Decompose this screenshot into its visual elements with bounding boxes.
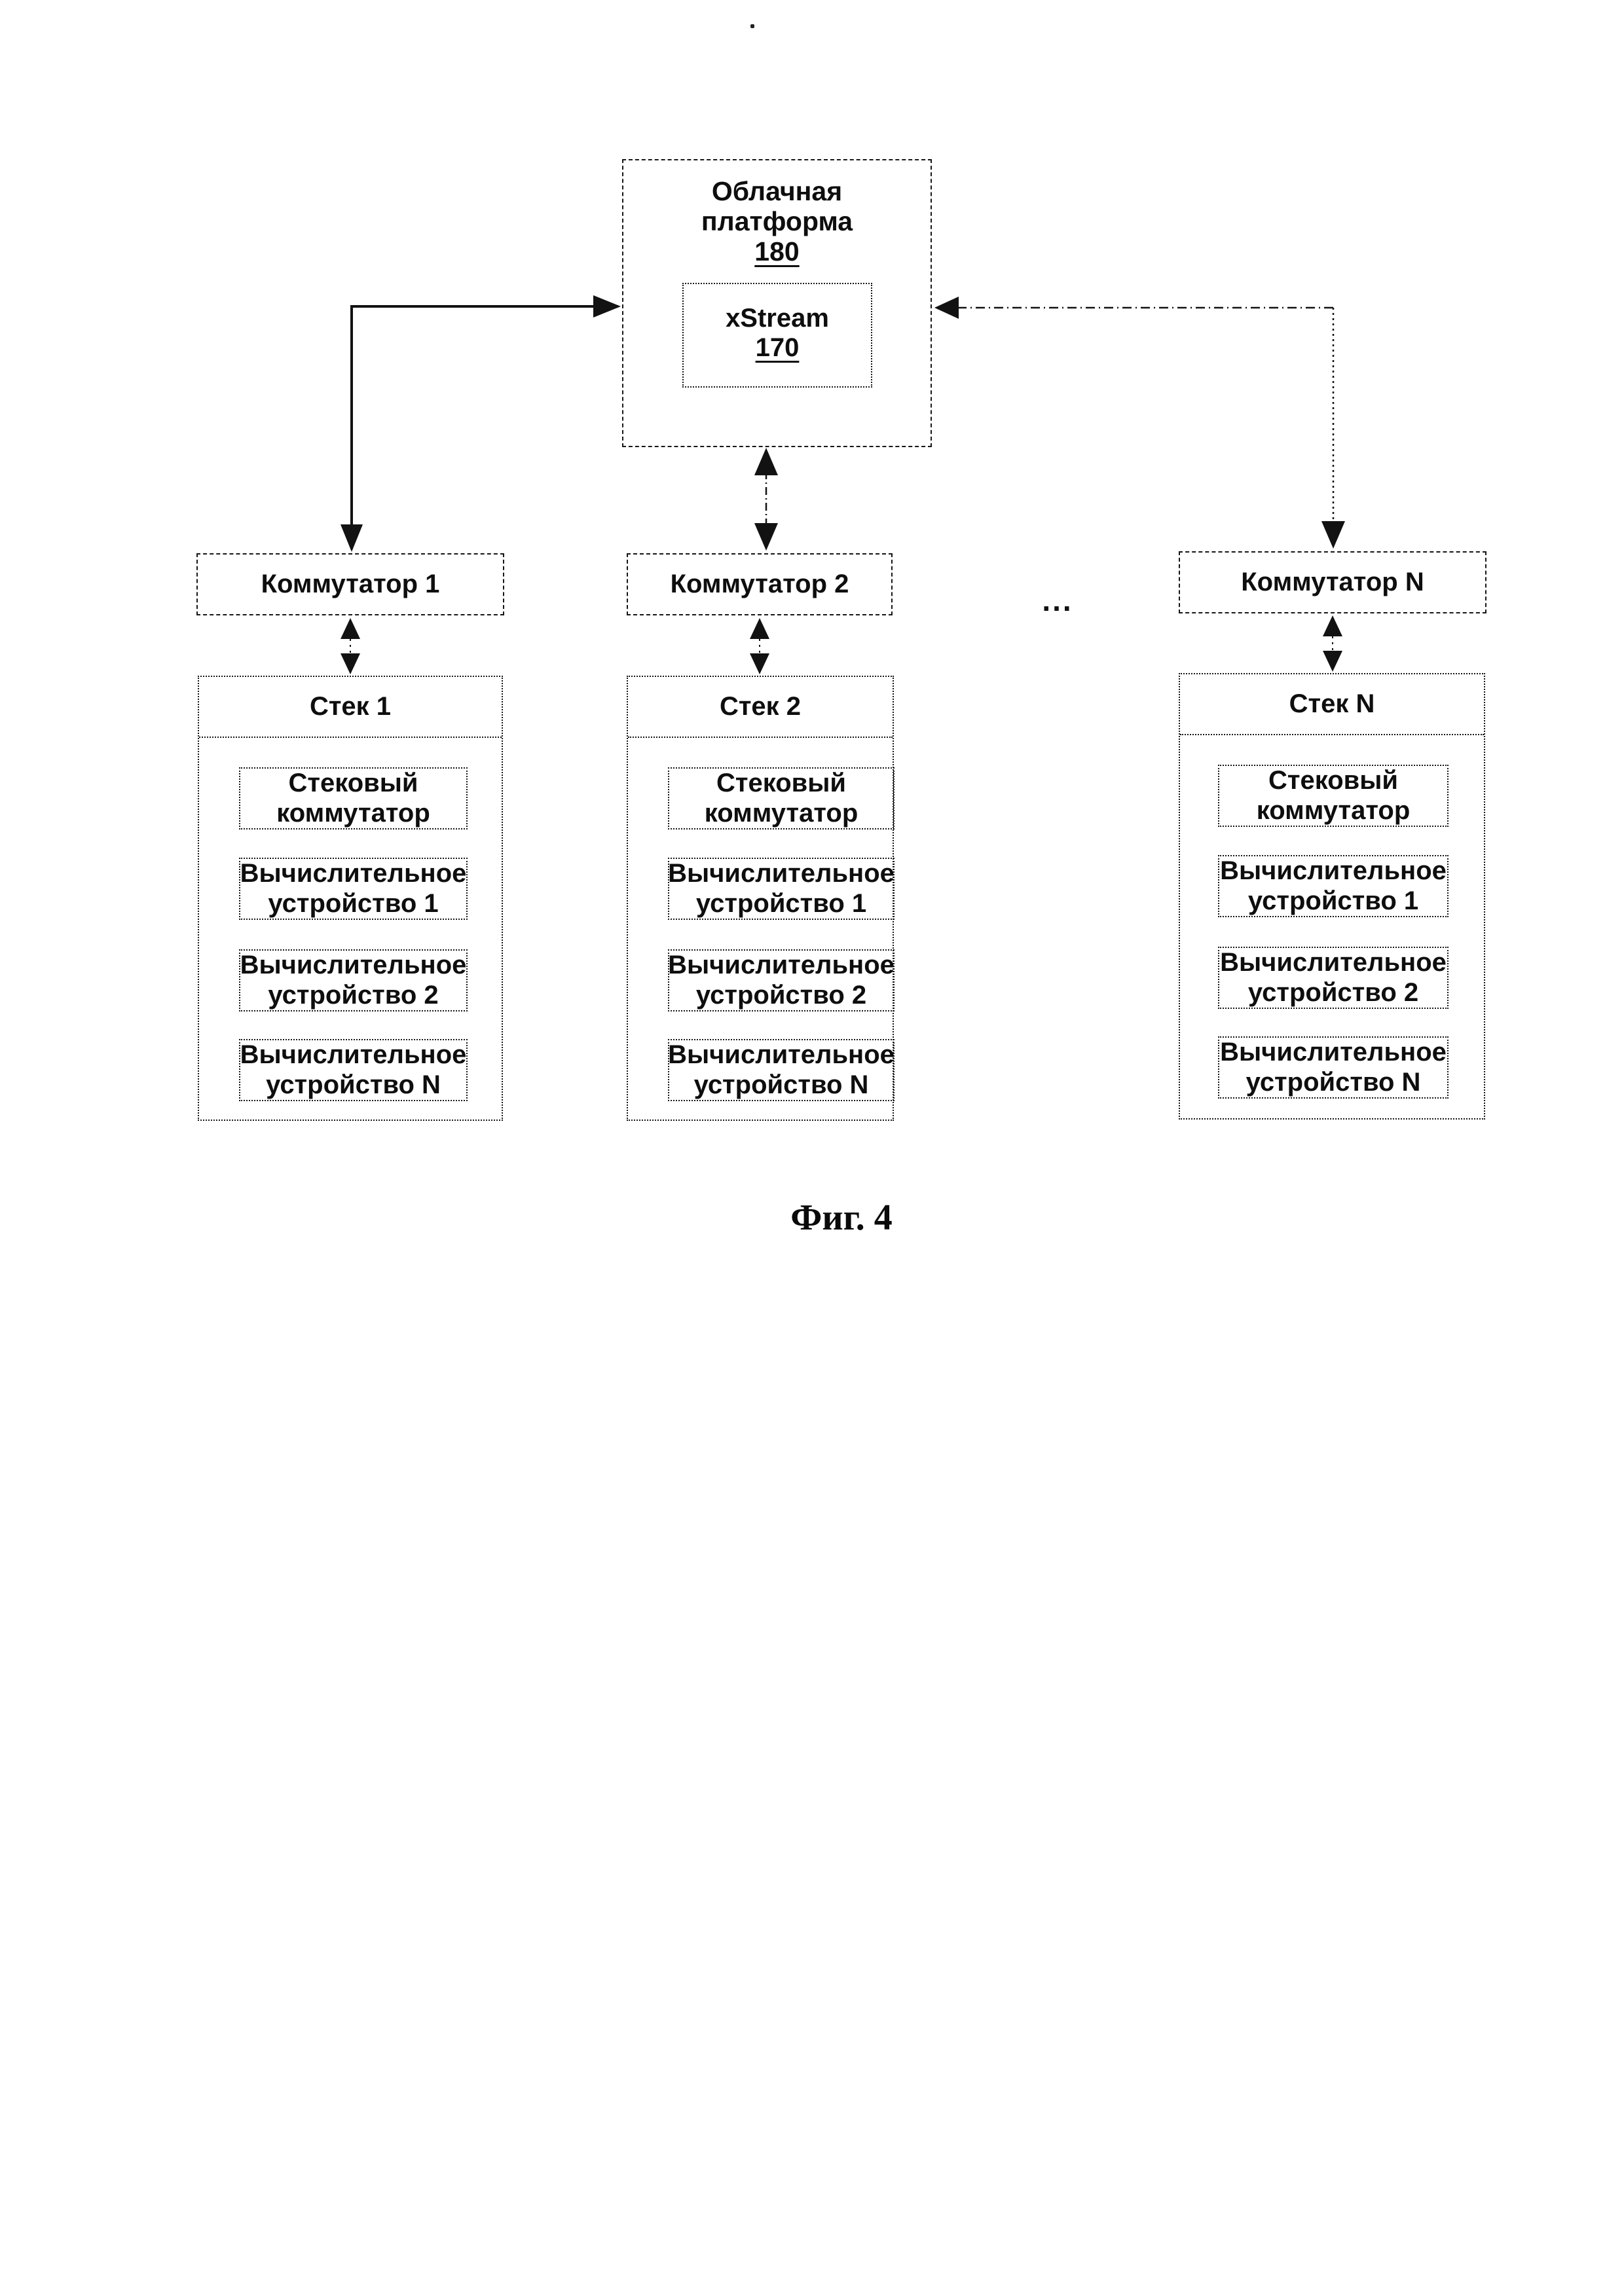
figure-caption: Фиг. 4 [790, 1197, 893, 1238]
cloud-platform-title: Облачная платформа 180 [623, 176, 931, 266]
stack-2-title: Стек 2 [628, 677, 893, 738]
stack-1-box: Стек 1 Стековый коммутатор Вычислительно… [198, 676, 503, 1121]
stack-2-device-n-box: Вычислительное устройство N [668, 1039, 895, 1101]
connector-cloud-switch1 [341, 295, 621, 552]
ellipsis-between-switches: ... [1042, 583, 1073, 617]
switch-2-box: Коммутатор 2 [627, 553, 893, 615]
arrowhead-up-into-switch1-icon [341, 618, 360, 639]
xstream-label-block: xStream 170 [684, 304, 871, 363]
arrowhead-left-into-cloud-icon [934, 297, 959, 319]
arrowhead-up-into-switch2-icon [750, 618, 769, 639]
xstream-title: xStream [726, 304, 829, 333]
stack-2-device-2-box: Вычислительное устройство 2 [668, 949, 895, 1011]
stack-1-title: Стек 1 [199, 677, 502, 738]
connector-cloud-switch2 [754, 448, 778, 551]
arrowhead-down-into-stack1-icon [341, 653, 360, 674]
connector-cloud-switch1-line [350, 305, 618, 549]
stack-2-box: Стек 2 Стековый коммутатор Вычислительно… [627, 676, 895, 1121]
arrowhead-down-into-switchN-icon [1321, 521, 1345, 549]
stack-2-stack-switch-box: Стековый коммутатор [668, 767, 895, 829]
scan-artifact-dot [750, 24, 754, 28]
connector-cloud-switchN [934, 297, 1345, 549]
stack-n-title: Стек N [1180, 674, 1484, 735]
xstream-box: xStream 170 [682, 283, 872, 388]
stack-n-device-1-box: Вычислительное устройство 1 [1218, 855, 1449, 917]
cloud-platform-ref-number: 180 [754, 236, 800, 266]
arrowhead-right-into-cloud-icon [593, 295, 621, 318]
arrowhead-down-into-stackN-icon [1323, 651, 1342, 672]
connector-switch1-stack1 [341, 618, 360, 674]
stack-n-device-2-box: Вычислительное устройство 2 [1218, 947, 1449, 1009]
cloud-platform-title-line2: платформа [701, 206, 853, 236]
arrowhead-down-into-stack2-icon [750, 653, 769, 674]
arrowhead-up-into-switchN-icon [1323, 615, 1342, 636]
connector-switch2-stack2 [750, 618, 769, 674]
stack-n-device-n-box: Вычислительное устройство N [1218, 1036, 1449, 1099]
stack-2-device-1-box: Вычислительное устройство 1 [668, 858, 895, 920]
arrowhead-down-into-switch1-icon [341, 524, 363, 552]
cloud-platform-title-line1: Облачная [711, 176, 843, 206]
arrowhead-down-into-switch2-icon [754, 523, 778, 551]
cloud-platform-box: Облачная платформа 180 xStream 170 [622, 159, 932, 447]
stack-n-box: Стек N Стековый коммутатор Вычислительно… [1179, 673, 1485, 1120]
stack-1-device-1-box: Вычислительное устройство 1 [239, 858, 468, 920]
switch-n-box: Коммутатор N [1179, 551, 1486, 613]
stack-1-device-2-box: Вычислительное устройство 2 [239, 949, 468, 1011]
stack-1-device-n-box: Вычислительное устройство N [239, 1039, 468, 1101]
switch-1-box: Коммутатор 1 [196, 553, 504, 615]
arrowhead-up-into-cloud-icon [754, 448, 778, 475]
stack-1-stack-switch-box: Стековый коммутатор [239, 767, 468, 829]
stack-n-stack-switch-box: Стековый коммутатор [1218, 765, 1449, 827]
switch-1-label: Коммутатор 1 [261, 570, 440, 598]
xstream-ref-number: 170 [755, 333, 800, 362]
switch-2-label: Коммутатор 2 [670, 570, 849, 598]
connector-switchN-stackN [1323, 615, 1342, 672]
switch-n-label: Коммутатор N [1241, 568, 1424, 596]
